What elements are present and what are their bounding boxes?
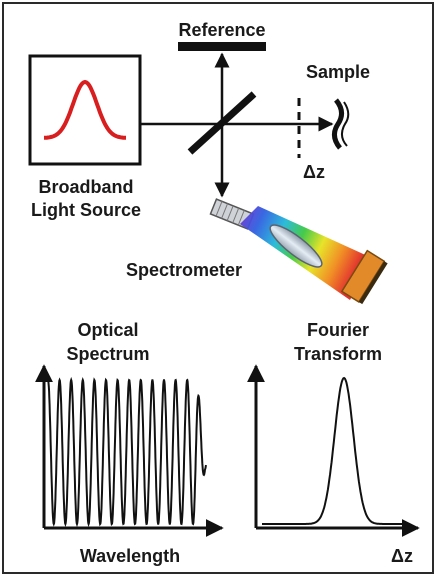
reference-label: Reference xyxy=(178,20,265,40)
sample-tissue xyxy=(332,98,344,150)
source-label-line2: Light Source xyxy=(31,200,141,220)
delta-z-axis-label: Δz xyxy=(391,546,413,566)
optical-label-line2: Spectrum xyxy=(66,344,149,364)
delta-z-label: Δz xyxy=(303,162,325,182)
fourier-label-line1: Fourier xyxy=(307,320,369,340)
depth-peak xyxy=(262,376,410,525)
line-camera xyxy=(340,249,388,305)
light-source-box xyxy=(28,54,142,166)
spectrometer-lens xyxy=(269,224,323,268)
spectrometer-label: Spectrometer xyxy=(126,260,242,280)
fourier-label-line2: Transform xyxy=(294,344,382,364)
reference-mirror xyxy=(178,42,266,51)
source-spectrum-curve xyxy=(44,79,126,140)
optical-label-line1: Optical xyxy=(77,320,138,340)
beam-splitter xyxy=(187,91,257,155)
sample-tissue-layer xyxy=(341,101,350,147)
source-label-line1: Broadband xyxy=(38,177,133,197)
sample-label: Sample xyxy=(306,62,370,82)
wavelength-label: Wavelength xyxy=(80,546,180,566)
interference-fringes xyxy=(47,376,207,528)
